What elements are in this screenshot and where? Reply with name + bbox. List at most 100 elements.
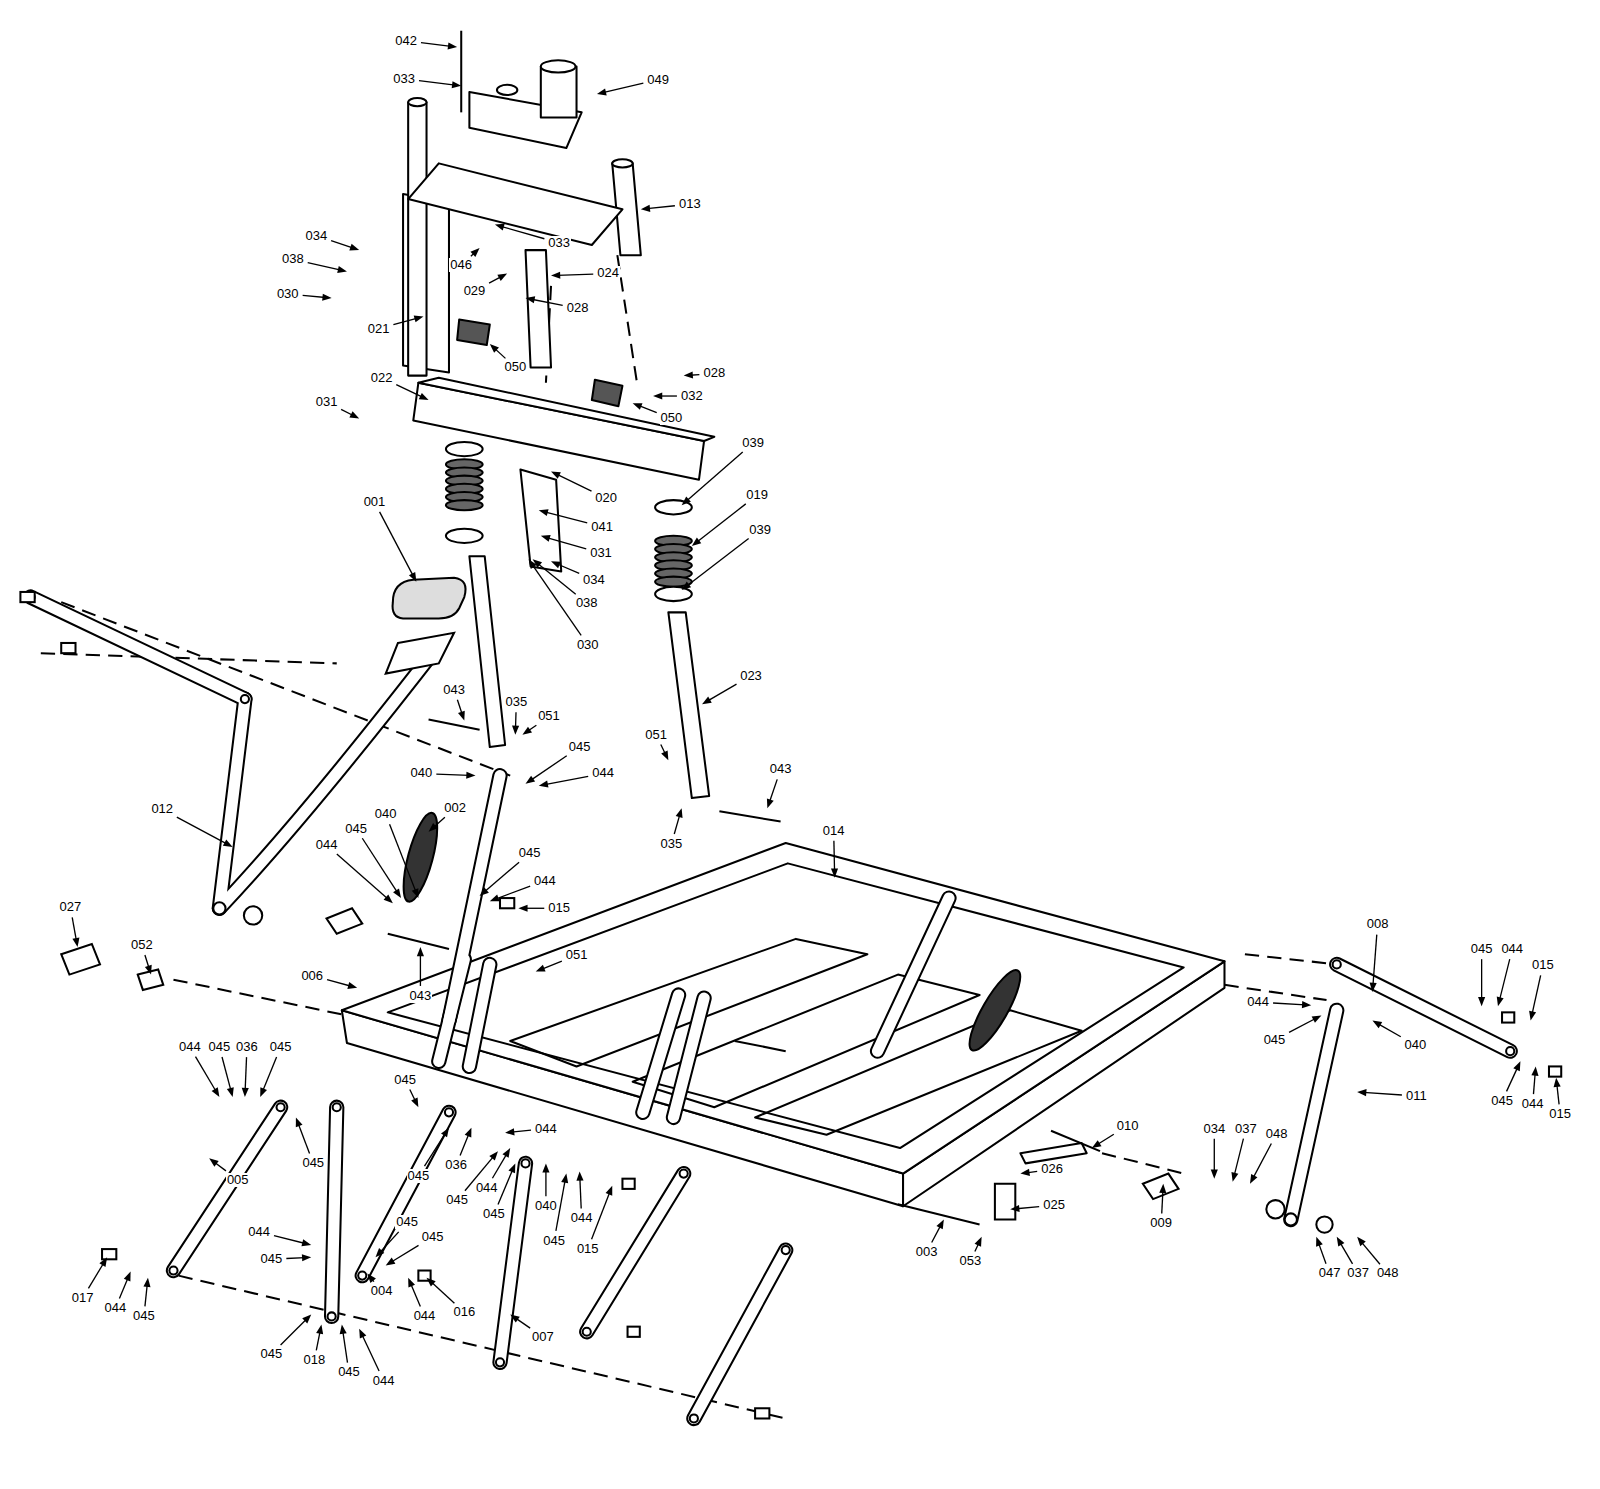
leader-arrowhead [526,776,536,784]
callout-number: 045 [1470,942,1494,956]
callout-number: 015 [576,1242,600,1256]
callout-number: 044 [1246,995,1270,1009]
leader-arrowhead [490,344,499,353]
callout-number: 051 [644,728,668,742]
callout-number: 045 [518,846,542,860]
callout-number: 029 [463,284,487,298]
callout-number: 031 [315,395,339,409]
leader-line [390,824,417,892]
callout-number: 034 [582,573,606,587]
callout-number: 002 [443,801,467,815]
leader-arrowhead [495,224,505,231]
leader-arrowhead [551,272,560,279]
leader-arrowhead [124,1272,131,1282]
leader-line [531,756,567,781]
callout-number: 021 [367,322,391,336]
callout-number: 043 [769,762,793,776]
leader-arrowhead [1497,996,1504,1006]
leader-arrowhead [408,1278,415,1288]
callout-number: 012 [150,802,174,816]
callout-number: 040 [534,1199,558,1213]
callout-number: 036 [235,1040,259,1054]
leader-line [421,43,451,47]
leader-line [647,206,675,209]
callout-number: 044 [570,1211,594,1225]
callout-number: 026 [1040,1162,1064,1176]
leader-arrowhead [975,1237,982,1247]
leader-arrowhead [414,315,424,322]
leader-arrowhead [448,42,458,49]
leader-line [263,1057,277,1091]
leader-line [557,564,580,574]
leader-arrowhead [1159,1184,1166,1193]
leader-arrowhead [337,266,347,273]
leader-line [145,1284,147,1307]
callout-number: 010 [1116,1119,1140,1133]
callout-number: 045 [1490,1094,1514,1108]
leader-line [337,854,388,899]
leader-arrowhead [384,894,393,903]
leader-line [380,1232,399,1253]
callout-number: 040 [410,766,434,780]
leader-arrowhead [409,572,416,582]
leader-line [1507,1067,1518,1091]
leader-line [343,1331,348,1363]
leader-arrowhead [349,411,359,418]
callout-number: 043 [409,989,433,1003]
leader-line [1533,1073,1535,1095]
leader-arrowhead [489,1151,498,1160]
leader-arrowhead [1231,1172,1238,1182]
leader-line [380,512,414,576]
leader-line [545,1170,546,1197]
callout-number: 044 [475,1181,499,1195]
callout-number: 001 [363,495,387,509]
leader-arrowhead [466,772,475,779]
leader-arrowhead [561,1174,568,1184]
leader-line [686,539,748,587]
leader-arrowhead [441,1128,449,1138]
leader-line [592,1192,610,1240]
callout-number: 045 [445,1193,469,1207]
callout-number: 053 [959,1254,983,1268]
callout-number: 039 [748,523,772,537]
leader-line [833,841,835,872]
callout-number: 045 [208,1040,232,1054]
leader-line [603,83,643,92]
leader-line [327,980,351,987]
leader-line [1318,1243,1326,1264]
callout-number: 028 [702,366,726,380]
callout-number: 052 [130,938,154,952]
leader-arrowhead [465,1128,472,1138]
callout-number: 015 [1531,958,1555,972]
leader-arrowhead [1337,1237,1345,1247]
leader-line [362,1334,379,1371]
leader-arrowhead [1554,1078,1561,1088]
callout-number: 033 [392,72,416,86]
callout-number: 014 [822,824,846,838]
leader-line [1273,1003,1305,1005]
callout-number: 045 [260,1252,284,1266]
callout-number: 030 [576,638,600,652]
callout-number: 032 [680,389,704,403]
callout-number: 045 [344,822,368,836]
callout-number: 043 [442,683,466,697]
leader-line [1363,1092,1402,1095]
leader-arrowhead [458,711,465,721]
callout-number: 044 [247,1225,271,1239]
callout-number: 034 [304,229,328,243]
leader-arrowhead [831,868,838,877]
callout-number: 044 [178,1040,202,1054]
callout-number: 051 [537,709,561,723]
leader-line [177,817,227,844]
leader-arrowhead [427,1278,436,1287]
leader-line [1214,1139,1215,1173]
callout-number: 045 [421,1230,445,1244]
leader-line [496,886,531,899]
callout-number: 033 [547,236,571,250]
leader-line [697,504,746,542]
callout-number: 022 [370,371,394,385]
leader-arrowhead [1357,1237,1366,1246]
callout-number: 018 [302,1353,326,1367]
leader-line [460,1133,469,1155]
callout-number: 024 [596,266,620,280]
